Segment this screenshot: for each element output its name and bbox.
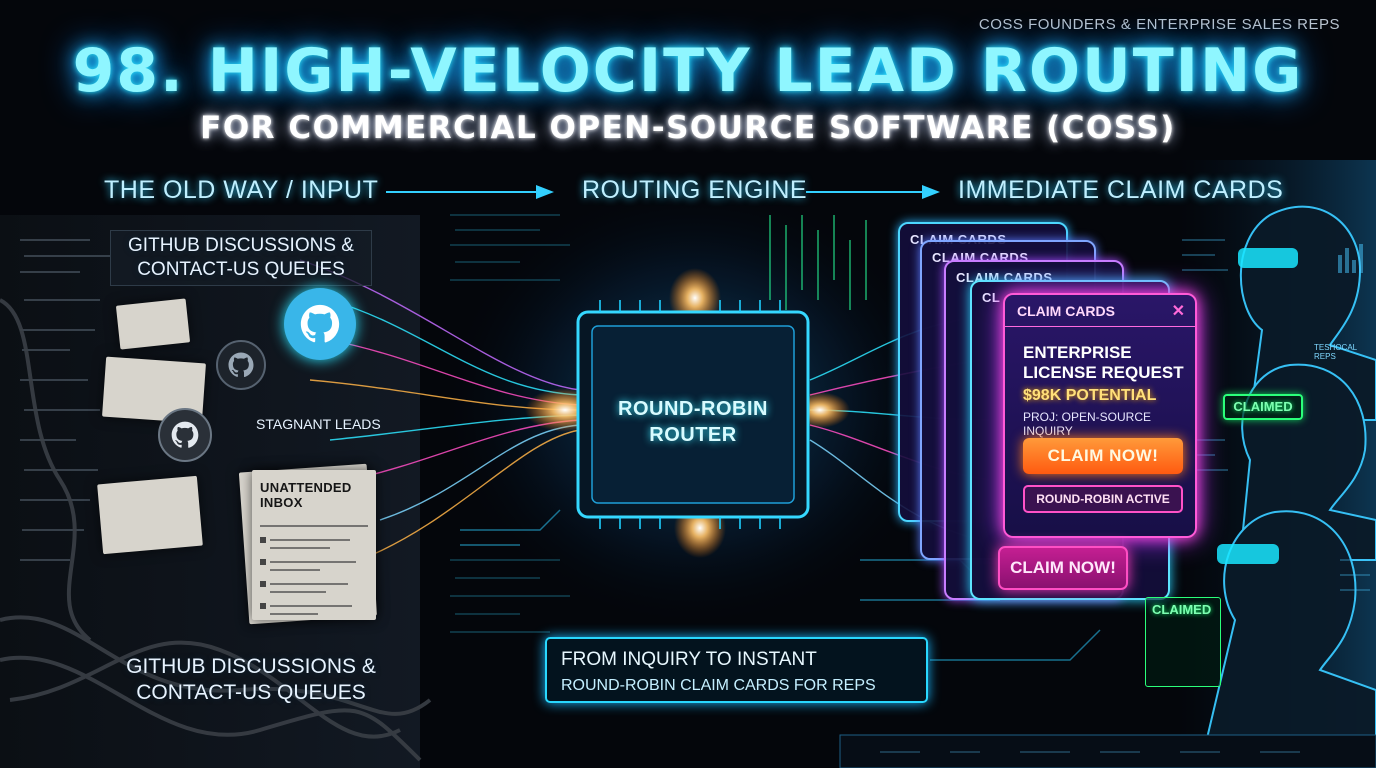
- claimed-badge: CLAIMED: [1223, 394, 1303, 420]
- github-octocat-icon: [216, 340, 266, 390]
- summary-line-2: ROUND-ROBIN CLAIM CARDS FOR REPS: [561, 677, 876, 694]
- claimed-panel: CLAIMED: [1145, 597, 1221, 687]
- arrow-right-icon: [386, 185, 554, 199]
- input-source-label-bottom: GITHUB DISCUSSIONS & CONTACT-US QUEUES: [126, 655, 376, 704]
- github-octocat-icon: [284, 288, 356, 360]
- phase-output-label: IMMEDIATE CLAIM CARDS: [958, 176, 1284, 204]
- tech-reps-label: TESHOCAL REPS: [1314, 343, 1357, 361]
- phase-input-label: THE OLD WAY / INPUT: [104, 176, 379, 204]
- summary-line-1: FROM INQUIRY TO INSTANT: [561, 649, 817, 670]
- arrow-right-icon: [806, 185, 940, 199]
- summary-box: FROM INQUIRY TO INSTANT ROUND-ROBIN CLAI…: [545, 637, 928, 703]
- lead-title: ENTERPRISE LICENSE REQUEST: [1023, 343, 1184, 382]
- stagnant-note: [115, 298, 191, 350]
- round-robin-router: ROUND-ROBIN ROUTER: [618, 398, 768, 446]
- lead-project: PROJ: OPEN-SOURCE INQUIRY: [1023, 410, 1152, 438]
- claim-card-header: CLAIM CARDS: [1005, 295, 1195, 327]
- page-title: 98. HIGH-VELOCITY LEAD ROUTING: [72, 36, 1304, 106]
- inbox-title: UNATTENDED INBOX: [260, 480, 352, 510]
- lead-potential: $98K POTENTIAL: [1023, 387, 1157, 404]
- stagnant-note: [97, 475, 203, 555]
- stagnant-leads-label: STAGNANT LEADS: [256, 416, 381, 432]
- audience-tag: COSS FOUNDERS & ENTERPRISE SALES REPS: [978, 16, 1340, 33]
- phase-engine-label: ROUTING ENGINE: [582, 176, 808, 204]
- input-source-label-top: GITHUB DISCUSSIONS & CONTACT-US QUEUES: [110, 230, 372, 286]
- claimed-badge: CLAIMED: [1152, 602, 1212, 617]
- page-subtitle: FOR COMMERCIAL OPEN-SOURCE SOFTWARE (COS…: [200, 110, 1176, 146]
- close-icon[interactable]: ✕: [1171, 303, 1185, 320]
- github-octocat-icon: [158, 408, 212, 462]
- claim-card-header: CL: [982, 290, 1001, 305]
- claim-now-button-secondary[interactable]: CLAIM NOW!: [998, 546, 1128, 590]
- round-robin-active-button[interactable]: ROUND-ROBIN ACTIVE: [1023, 485, 1183, 513]
- unattended-inbox: UNATTENDED INBOX: [252, 470, 376, 620]
- claim-now-button[interactable]: CLAIM NOW!: [1023, 438, 1183, 474]
- inbox-list: [260, 525, 368, 615]
- claim-card-main: CLAIM CARDS ✕ ENTERPRISE LICENSE REQUEST…: [1003, 293, 1197, 538]
